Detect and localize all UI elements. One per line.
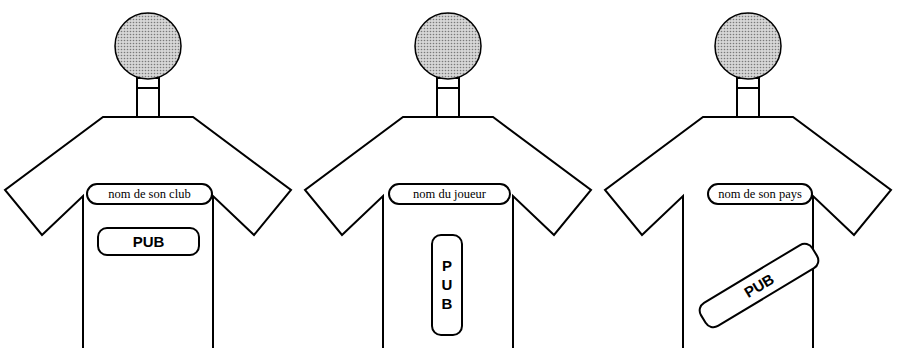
shirt-figure xyxy=(605,13,891,348)
name-text: nom de son pays xyxy=(718,187,802,202)
name-text: nom du joueur xyxy=(413,187,486,202)
name-label: nom de son club xyxy=(86,183,213,205)
shirt-figure xyxy=(305,13,591,348)
name-text: nom de son club xyxy=(108,187,190,202)
ad-text: PUB xyxy=(133,233,165,250)
ad-label: PUB xyxy=(431,234,463,336)
ad-text: PUB xyxy=(439,257,456,314)
name-label: nom du joueur xyxy=(388,183,511,205)
ad-label: PUB xyxy=(97,227,200,256)
name-label: nom de son pays xyxy=(707,183,813,205)
shirt-figure xyxy=(5,13,291,348)
